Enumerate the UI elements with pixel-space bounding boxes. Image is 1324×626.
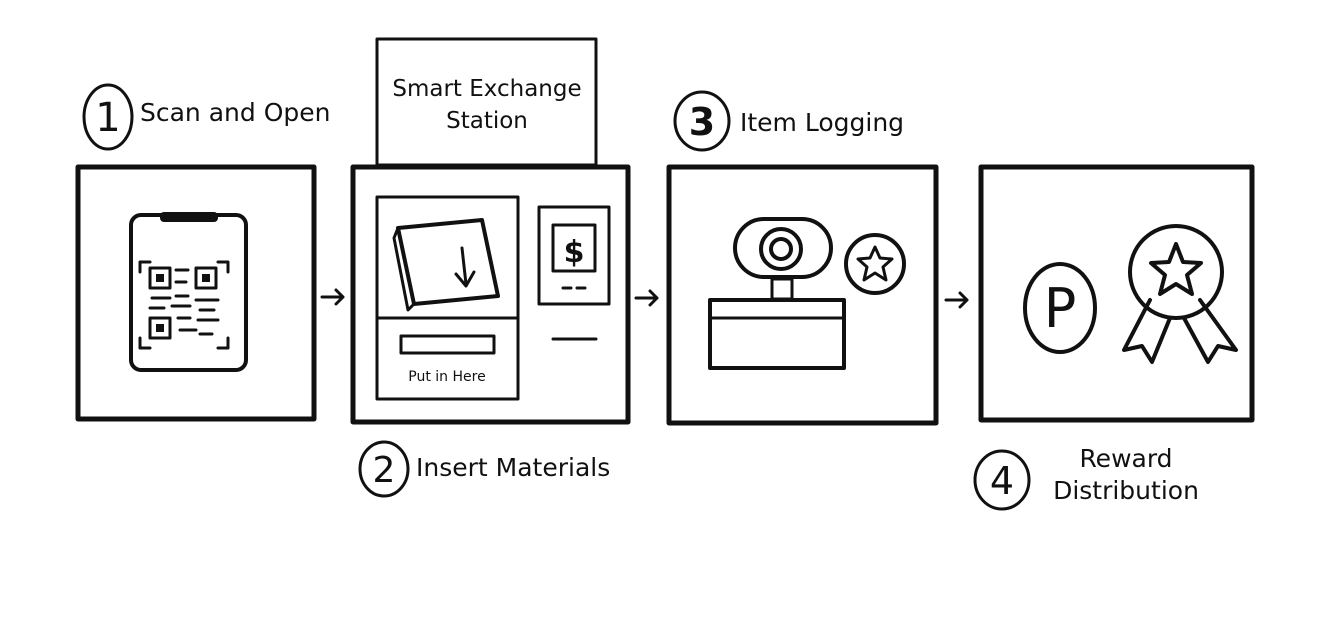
step-4-label-line2: Distribution (1053, 476, 1199, 505)
step-1-panel (75, 164, 317, 422)
station-title-box (375, 37, 598, 167)
station-title-line1: Smart Exchange (392, 76, 581, 102)
step-3: 3 Item Logging (666, 90, 939, 426)
currency-symbol: $ (564, 235, 585, 270)
arrow-right-icon (634, 289, 659, 307)
step-4-panel (978, 164, 1255, 423)
arrow-right-icon (944, 291, 969, 309)
step-1-label: Scan and Open (140, 98, 330, 127)
award-ribbon-icon (1122, 224, 1238, 364)
step-3-number: 3 (689, 100, 715, 144)
step-2-label: Insert Materials (416, 453, 610, 482)
arrow-right-icon (320, 288, 345, 306)
dollar-screen-icon: $ (537, 205, 611, 306)
step-4: P 4 Reward Distribution (973, 164, 1255, 511)
step-1: 1 Scan and Open (75, 83, 330, 422)
points-letter: P (1044, 277, 1077, 340)
step-2: Smart Exchange Station Put in Here $ 2 I… (350, 37, 631, 498)
step-4-label-line1: Reward (1079, 444, 1172, 473)
intake-frame (375, 195, 520, 401)
step-1-number-circle (82, 83, 134, 151)
step-3-number-circle (673, 90, 731, 152)
qr-phone-icon (129, 212, 248, 372)
step-3-panel (666, 164, 939, 426)
station-title-line2: Station (446, 108, 528, 134)
step-4-number: 4 (990, 459, 1014, 503)
station-machine-panel (350, 164, 631, 425)
insert-tray-icon (392, 218, 500, 312)
step-1-number: 1 (95, 95, 120, 141)
step-2-number: 2 (373, 450, 396, 491)
points-coin-icon: P (1023, 262, 1097, 354)
step-2-number-circle (358, 440, 410, 498)
step-3-label: Item Logging (740, 108, 904, 137)
slot-opening (399, 334, 496, 355)
slot-label: Put in Here (408, 369, 485, 385)
star-badge-icon (844, 233, 906, 295)
webcam-icon (708, 217, 846, 370)
step-4-number-circle (973, 449, 1031, 511)
